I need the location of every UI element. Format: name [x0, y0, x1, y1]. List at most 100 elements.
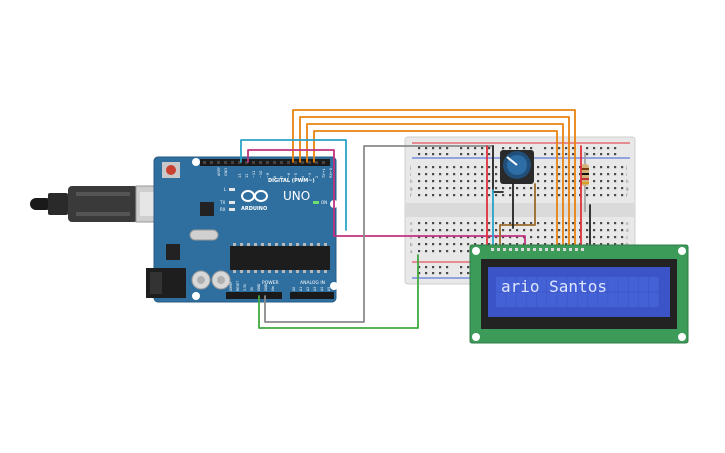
digital-pin-label: ~5 — [294, 173, 298, 178]
lcd-cell — [516, 277, 526, 292]
analog-pin-label: A0 — [292, 287, 296, 291]
lcd-cell — [649, 277, 659, 292]
row-letter: g — [410, 186, 413, 191]
lcd-cell — [557, 292, 567, 307]
lcd-cell — [608, 277, 618, 292]
analog-pin-label: A1 — [299, 287, 303, 291]
wires — [240, 109, 591, 329]
potentiometer[interactable] — [500, 150, 534, 184]
lcd-cell — [587, 292, 598, 307]
lcd-cell — [587, 277, 598, 292]
gnd-label: GND — [224, 168, 228, 176]
row-letter: i — [410, 172, 411, 177]
lcd-cell — [618, 277, 628, 292]
lcd-cell — [506, 277, 516, 292]
lcd-cell — [536, 277, 547, 292]
digital-header[interactable] — [200, 159, 330, 166]
digital-pin-label: RX←0 — [329, 168, 333, 178]
digital-pwm-label: DIGITAL (PWM~) — [268, 178, 315, 184]
row-letter: f — [626, 193, 628, 198]
power-pin-label: 5V — [250, 286, 254, 291]
power-pin-label: GND — [264, 283, 268, 291]
analog-pin-label: A5 — [327, 287, 331, 291]
wire-gray — [264, 145, 494, 323]
row-letter: i — [626, 172, 627, 177]
rx-led-label: RX — [220, 207, 226, 212]
uno-label: UNO — [283, 189, 310, 203]
power-pin-label: Vin — [271, 286, 275, 291]
lcd-cell — [557, 277, 567, 292]
arduino-logo-text: ARDUINO — [241, 206, 267, 212]
power-label: POWER — [262, 280, 279, 286]
row-letter: h — [410, 179, 413, 184]
arduino-uno-board[interactable]: AREF GND L TX RX ON DIGITAL (PWM~) ARDUI… — [146, 156, 338, 303]
analog-in-label: ANALOG IN — [300, 280, 325, 286]
digital-pin-label: 4 — [301, 175, 305, 178]
lcd-cell — [536, 292, 547, 307]
analog-pin-label: A4 — [320, 287, 324, 291]
row-letter: e — [410, 221, 413, 226]
digital-pin-label: ~9 — [266, 173, 270, 178]
lcd-module[interactable]: ario Santos — [469, 244, 689, 344]
power-pin-label: GND — [257, 283, 261, 291]
lcd-text: ario Santos — [501, 277, 607, 296]
lcd-cell — [526, 277, 537, 292]
row-letter: c — [410, 235, 412, 240]
analog-pin-label: A2 — [306, 287, 310, 291]
lcd-cell — [496, 277, 506, 292]
digital-pin-label: 7 — [280, 176, 284, 178]
wire-orange-1 — [292, 109, 576, 246]
l-led-label: L — [224, 187, 227, 192]
wire-magenta — [247, 149, 526, 246]
lcd-cell — [577, 277, 588, 292]
lcd-screen — [488, 267, 670, 317]
row-letter: c — [626, 235, 628, 240]
lcd-cell — [608, 292, 618, 307]
power-pin-label: RESET — [236, 281, 240, 291]
row-letter: d — [626, 228, 629, 233]
on-led-label: ON — [321, 200, 327, 205]
row-letter: e — [626, 221, 629, 226]
lcd-cell — [577, 292, 588, 307]
row-letter: h — [626, 179, 629, 184]
digital-pin-label: 12 — [245, 174, 249, 178]
lcd-cell — [506, 292, 516, 307]
lcd-cell — [628, 277, 639, 292]
lcd-cell — [618, 292, 628, 307]
digital-pin-label: ~6 — [287, 173, 291, 178]
lcd-cell — [598, 292, 608, 307]
digital-pin-label: 2 — [315, 176, 319, 178]
lcd-cell — [598, 277, 608, 292]
arduino-logo: ARDUINO — [241, 190, 268, 212]
wire-cyan — [240, 139, 347, 231]
lcd-cell — [496, 292, 506, 307]
row-letter: a — [410, 249, 413, 254]
row-letter: j — [625, 165, 627, 170]
digital-pin-label: ~10 — [259, 171, 263, 178]
wire-green — [258, 254, 419, 329]
atmega-chip — [230, 243, 330, 273]
lcd-cell — [567, 292, 577, 307]
row-letter: f — [410, 193, 412, 198]
digital-pin-label: 8 — [273, 176, 277, 178]
aref-label: AREF — [217, 167, 221, 176]
lcd-cell — [516, 292, 526, 307]
power-jack — [146, 268, 186, 298]
digital-pin-label: 13 — [238, 174, 242, 178]
lcd-cell — [526, 292, 537, 307]
digital-pin-label: ~11 — [252, 171, 256, 178]
reset-button[interactable] — [162, 162, 180, 178]
lcd-cell — [547, 292, 557, 307]
tx-led-label: TX — [219, 200, 225, 205]
row-letter: j — [409, 165, 411, 170]
digital-pin-label: ~3 — [308, 173, 312, 178]
lcd-cell — [567, 277, 577, 292]
power-pin-label: 3.3V — [243, 283, 247, 291]
lcd-cell — [649, 292, 659, 307]
lcd-cell — [628, 292, 639, 307]
lcd-cell — [638, 292, 649, 307]
digital-pin-label: TX→1 — [322, 168, 326, 179]
power-analog-header[interactable] — [226, 292, 334, 299]
resistor — [581, 152, 589, 212]
